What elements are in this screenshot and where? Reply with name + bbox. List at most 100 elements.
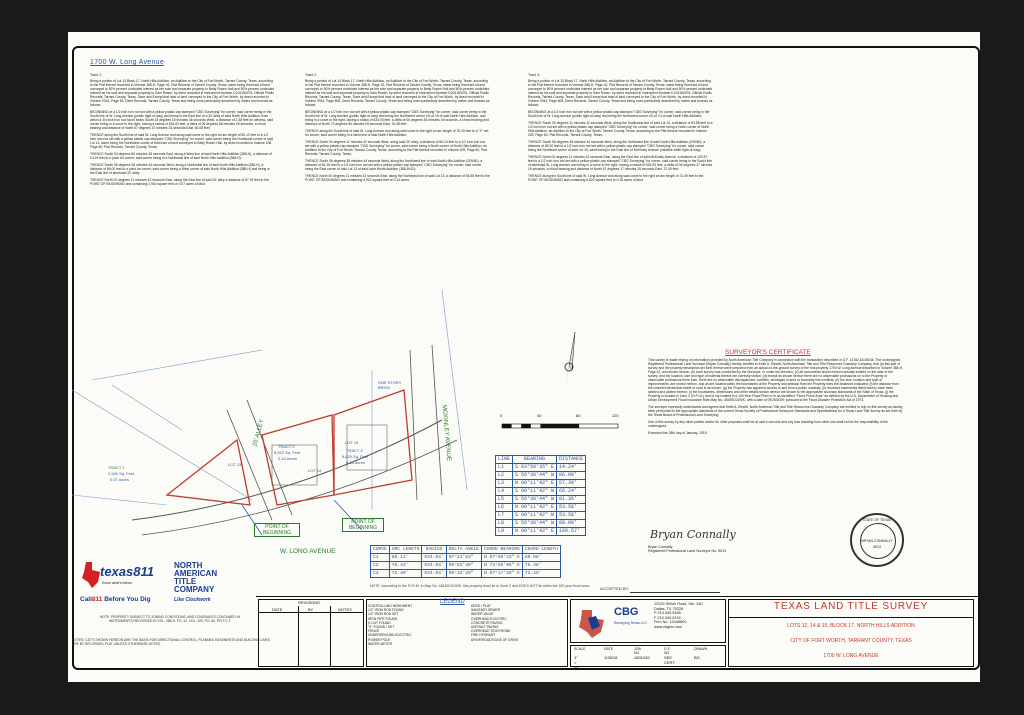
tract3-para: THENCE along the South line of said W. L… (528, 174, 704, 182)
tract2-para: Being a portion of Lot 14 Block 17, Nort… (305, 79, 490, 107)
revisions-box (258, 599, 364, 667)
legend-item: "X" FOUND / SET (368, 625, 395, 630)
nat-line: NORTH (174, 561, 203, 570)
revisions-title: REVISIONS (298, 600, 320, 605)
legend-item: CONTROLLING MONUMENT (368, 604, 413, 608)
tract3-para: Being a portion of Lot 15 Block 17, Nort… (528, 79, 713, 107)
curve-cell: C3 (370, 569, 390, 578)
long-avenue-label: W. LONG AVENUE (280, 548, 336, 555)
bearing-cell: S 03°50'35" E (512, 463, 558, 472)
bearing-cell: 86.00' (556, 471, 587, 480)
tract2-para: THENCE North 00 degrees 11 minutes 42 se… (305, 174, 490, 182)
address-line: 12025 Shiloh Road, Ste. 240 (654, 602, 703, 606)
curve-cell: 80.08' (521, 553, 561, 562)
nat-line: TITLE (174, 577, 197, 586)
info-label: DATE (604, 647, 614, 651)
company-address: 12025 Shiloh Road, Ste. 240 Dallas, TX 7… (654, 602, 703, 630)
legend-item: FIRE HYDRANT (471, 633, 496, 638)
surveyor-seal: STATE OF TEXAS BRYAN CONNALLY 5513 (850, 513, 904, 567)
north-american-title-logo: NORTH AMERICAN TITLE COMPANY Like Clockw… (170, 562, 250, 607)
certificate-para: Use of this survey by any other parties … (648, 420, 888, 428)
legend-item: POWER POLE (368, 637, 391, 642)
curve-header: ARC LENGTH (388, 545, 423, 554)
survey-frame (72, 46, 980, 670)
revisions-divider (330, 606, 331, 667)
texas-map-icon (82, 562, 100, 588)
signer-name: Bryan Connally (648, 545, 673, 549)
scale-tick: 80 (576, 413, 581, 418)
legend-item: SANITARY SEWER (471, 608, 501, 613)
bearing-header-row: LINE BEARING DISTANCE (494, 455, 587, 464)
alley-line (246, 399, 293, 516)
curve-cell: 634.93' (421, 553, 447, 562)
bearing-cell: L5 (494, 495, 514, 504)
nat-wordmark: NORTH AMERICAN TITLE COMPANY (174, 562, 217, 594)
call811-text: Before You Dig (102, 596, 151, 603)
bearing-cell: 66.24' (556, 487, 587, 496)
bearing-cell: 53.58' (556, 511, 587, 520)
legend-item: WATER METER (368, 641, 392, 646)
north-arrow-icon (564, 331, 576, 390)
info-value: 1801039 (634, 655, 650, 660)
certificate-body: This survey is made relying on informati… (648, 358, 903, 438)
revisions-header: BY (308, 607, 314, 612)
tract1-heading: Tract 1: (90, 73, 103, 77)
legend-item: WATER VALVE (471, 612, 494, 617)
fema-note: NOTE: According to the F.I.R.M. in Map N… (370, 584, 591, 588)
tract2-para: THENCE South 00 degrees 11 minutes 42 se… (305, 140, 487, 156)
curve-cell: N 67°50'33" E (481, 553, 523, 562)
curve-cell: 80.13' (388, 553, 423, 562)
info-value: 1" = 40' (574, 655, 580, 670)
tract1-area: 2,940 Sq. Feet (108, 471, 135, 476)
bearing-cell: S 00°11'42" W (512, 511, 558, 520)
address-line: Dallas, TX 75228 (654, 606, 684, 611)
tract2-para: THENCE along the South line of said W. L… (305, 129, 489, 137)
tract3-para: THENCE South 56 degrees 38 minutes 44 se… (528, 140, 706, 152)
lot13-label: LOT 13 (228, 462, 242, 467)
bearing-header: LINE (494, 455, 514, 464)
nat-line: AMERICAN (174, 569, 218, 578)
survey-address-line: 1700 W. LONG AVENUE (823, 653, 879, 659)
legend-item: 1/2" IRON ROD SET (368, 612, 399, 617)
curve-cell: N 73°56'05" E (481, 561, 523, 570)
address-line: www.cbginc.com (654, 624, 683, 629)
info-value: BG (694, 655, 700, 660)
pob-label-2: POINT OF BEGINNING (342, 518, 384, 532)
bearing-cell: L1 (494, 463, 514, 472)
curve-cell: C1 (370, 553, 390, 562)
curve-cell: 07°13'53" (445, 553, 483, 562)
info-value: 1/28/18 (604, 655, 618, 660)
curve-cell: 634.93' (421, 561, 447, 570)
pob-label-1: POINT OF BEGINNING (254, 523, 300, 537)
survey-title: TEXAS LAND TITLE SURVEY (773, 601, 929, 612)
info-label: DRAWN (694, 647, 708, 651)
notes-footer: NOTES: C&T'S SHOWN HEREON ARE THE BASIS … (72, 638, 270, 646)
tract1-label: TRACT 1 (108, 465, 125, 470)
tract3-heading: Tract 3: (528, 73, 541, 77)
tract2-description: Tract 2: Being a portion of Lot 14 Block… (305, 73, 490, 185)
tract1-para: BEGINNING at a 1/2 inch iron rod set wit… (90, 110, 274, 130)
pob-arrow (241, 504, 263, 536)
legend-item: DRIVE/ROAD EDGE OF DRIVE (471, 637, 519, 642)
tract1-acres: 0.07 Acres (110, 477, 129, 482)
bearing-cell: L7 (494, 511, 514, 520)
tract3-boundary (333, 389, 413, 496)
tract1-boundary (165, 438, 251, 506)
accepted-by-line (630, 592, 720, 593)
bearing-cell: N 00°11'42" E (512, 527, 558, 536)
bearing-header: DISTANCE (556, 455, 587, 464)
tract3-para: THENCE North 00 degrees 11 minutes 42 se… (528, 155, 713, 171)
legend-item: ASPHALT PAVING (471, 625, 499, 630)
bearing-cell: 81.36' (556, 495, 587, 504)
tract3-description: Tract 3: Being a portion of Lot 15 Block… (528, 73, 713, 185)
bearing-cell: L3 (494, 479, 514, 488)
bearing-cell: S 00°11'42" W (512, 487, 558, 496)
